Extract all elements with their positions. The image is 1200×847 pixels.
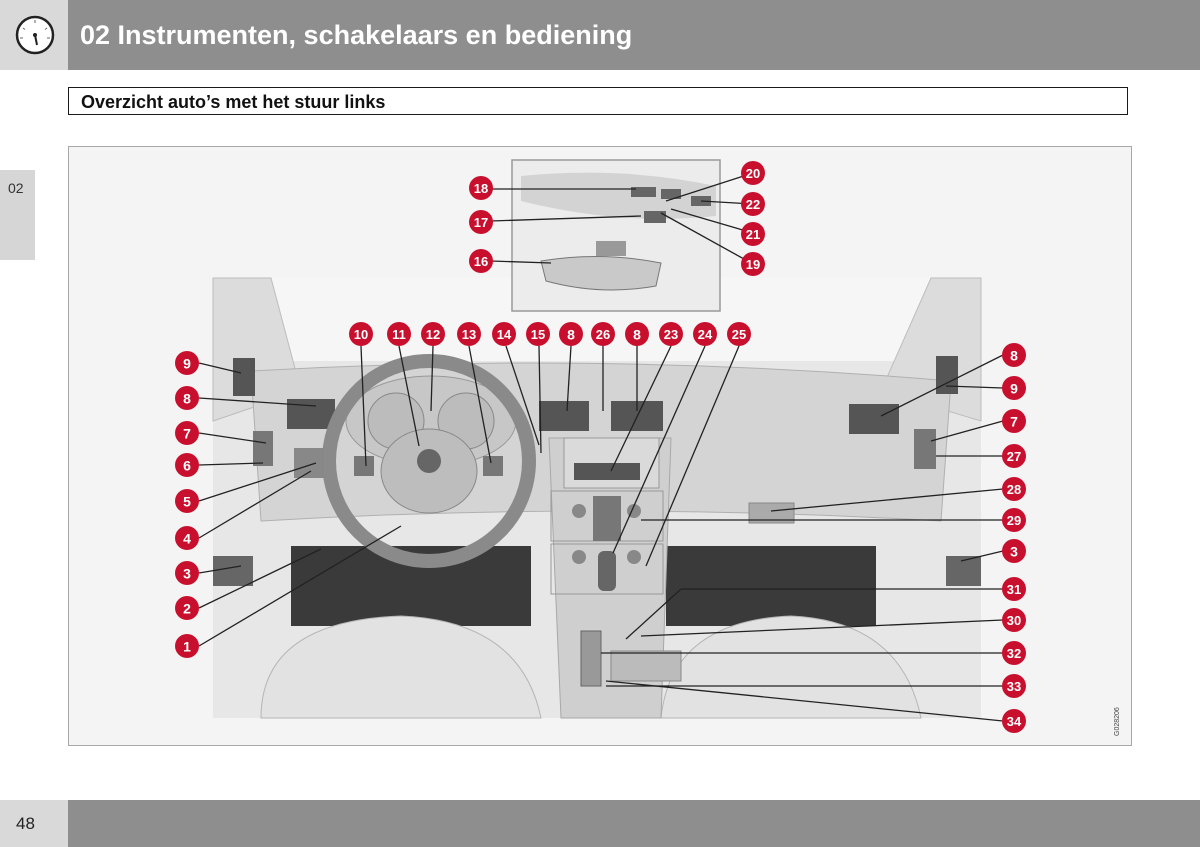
callout-label: 28	[1007, 482, 1021, 497]
callout-31: 31	[1002, 577, 1026, 601]
callout-label: 11	[392, 327, 406, 342]
chapter-side-tab: 02	[0, 170, 35, 260]
callout-3-right: 3	[1002, 539, 1026, 563]
callout-label: 12	[426, 327, 440, 342]
callout-25: 25	[727, 322, 751, 346]
callout-4: 4	[175, 526, 199, 550]
callout-11: 11	[387, 322, 411, 346]
callout-16: 16	[469, 249, 493, 273]
callout-29: 29	[1002, 508, 1026, 532]
callout-label: 8	[183, 391, 191, 407]
image-code: G028206	[1114, 707, 1121, 736]
callout-label: 26	[596, 327, 610, 342]
callout-8-center-right: 8	[625, 322, 649, 346]
callout-32: 32	[1002, 641, 1026, 665]
callout-label: 22	[746, 197, 760, 212]
callout-label: 14	[497, 327, 512, 342]
callout-7-left: 7	[175, 421, 199, 445]
callout-23: 23	[659, 322, 683, 346]
callout-10: 10	[349, 322, 373, 346]
callout-label: 30	[1007, 613, 1021, 628]
callout-label: 9	[183, 356, 191, 372]
callout-26: 26	[591, 322, 615, 346]
callout-24: 24	[693, 322, 717, 346]
callout-8-center-left: 8	[559, 322, 583, 346]
callout-9-right: 9	[1002, 376, 1026, 400]
callout-label: 10	[354, 327, 368, 342]
callout-8-right: 8	[1002, 343, 1026, 367]
header-bar: 02 Instrumenten, schakelaars en bedienin…	[68, 0, 1200, 70]
callout-30: 30	[1002, 608, 1026, 632]
callout-leader-lines	[198, 172, 1004, 722]
callout-14: 14	[492, 322, 516, 346]
callout-12: 12	[421, 322, 445, 346]
callout-label: 7	[183, 426, 191, 442]
section-heading-box: Overzicht auto’s met het stuur links	[68, 87, 1128, 115]
callout-label: 31	[1007, 582, 1021, 597]
callout-label: 6	[183, 458, 191, 474]
callout-15: 15	[526, 322, 550, 346]
callout-3-left: 3	[175, 561, 199, 585]
callout-label: 1	[183, 639, 191, 655]
callout-34: 34	[1002, 709, 1026, 733]
callout-label: 15	[531, 327, 545, 342]
footer-bar	[68, 800, 1200, 847]
callout-label: 18	[474, 181, 488, 196]
callout-label: 25	[732, 327, 746, 342]
callout-label: 21	[746, 227, 760, 242]
callout-8-left: 8	[175, 386, 199, 410]
chapter-side-tab-label: 02	[8, 180, 24, 196]
callout-33: 33	[1002, 674, 1026, 698]
speedometer-icon	[15, 15, 55, 55]
section-title: Overzicht auto’s met het stuur links	[81, 92, 386, 112]
callout-label: 33	[1007, 679, 1021, 694]
callout-1: 1	[175, 634, 199, 658]
callout-2: 2	[175, 596, 199, 620]
callout-18: 18	[469, 176, 493, 200]
callout-label: 5	[183, 494, 191, 510]
callout-19: 19	[741, 252, 765, 276]
callout-label: 24	[698, 327, 713, 342]
callout-markers: 1 2 3 3 4 5 6 7 7 8 8 8 8 9 9 10 11 12 1…	[175, 161, 1026, 733]
callout-6: 6	[175, 453, 199, 477]
callout-28: 28	[1002, 477, 1026, 501]
roof-console-inset	[511, 159, 721, 312]
dashboard-overview-figure: 1 2 3 3 4 5 6 7 7 8 8 8 8 9 9 10 11 12 1…	[68, 146, 1132, 746]
callout-label: 19	[746, 257, 760, 272]
callout-22: 22	[741, 192, 765, 216]
callout-7-right: 7	[1002, 409, 1026, 433]
callout-20: 20	[741, 161, 765, 185]
callout-5: 5	[175, 489, 199, 513]
callout-label: 8	[633, 327, 641, 343]
callout-label: 20	[746, 166, 760, 181]
callout-label: 32	[1007, 646, 1021, 661]
dashboard-illustration: 1 2 3 3 4 5 6 7 7 8 8 8 8 9 9 10 11 12 1…	[175, 159, 1121, 736]
callout-9-left: 9	[175, 351, 199, 375]
callout-label: 29	[1007, 513, 1021, 528]
car-interior-drawing	[212, 277, 982, 719]
callout-21: 21	[741, 222, 765, 246]
callout-label: 27	[1007, 449, 1021, 464]
callout-13: 13	[457, 322, 481, 346]
callout-label: 3	[183, 566, 191, 582]
callout-label: 9	[1010, 381, 1018, 397]
callout-27: 27	[1002, 444, 1026, 468]
callout-label: 8	[567, 327, 575, 343]
footer-page-box: 48	[0, 800, 68, 847]
callout-label: 4	[183, 531, 191, 547]
callout-label: 13	[462, 327, 476, 342]
page-number: 48	[16, 814, 35, 833]
chapter-title: 02 Instrumenten, schakelaars en bedienin…	[80, 20, 633, 50]
callout-label: 23	[664, 327, 678, 342]
callout-label: 7	[1010, 414, 1018, 430]
callout-label: 8	[1010, 348, 1018, 364]
callout-17: 17	[469, 210, 493, 234]
callout-label: 34	[1007, 714, 1022, 729]
callout-label: 2	[183, 601, 191, 617]
header-icon-box	[0, 0, 68, 70]
callout-label: 17	[474, 215, 488, 230]
callout-label: 3	[1010, 544, 1018, 560]
callout-label: 16	[474, 254, 488, 269]
